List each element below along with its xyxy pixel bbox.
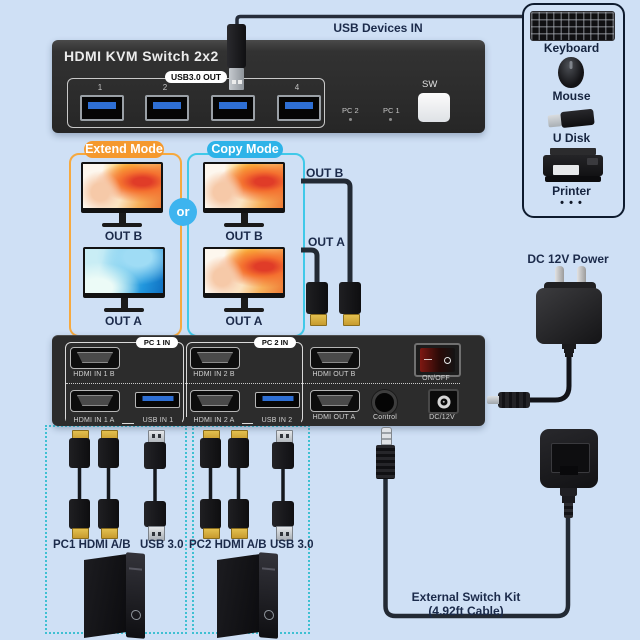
pc2-tower-icon <box>216 552 280 640</box>
printer-label: Printer <box>552 184 591 198</box>
port-number-4: 4 <box>294 83 300 92</box>
hdmi-in-2a-label: HDMI IN 2 A <box>186 417 242 424</box>
front-panel-title: HDMI KVM Switch 2x2 <box>64 48 219 64</box>
usb-in-2-port-icon <box>255 392 300 408</box>
more-devices-ellipsis: • • • <box>560 197 583 209</box>
kvm-rear-panel: PC 1 IN PC 2 IN HDMI IN 1 B HDMI IN 1 A … <box>52 335 485 426</box>
or-label: or <box>169 198 197 226</box>
copy-out-b-label: OUT B <box>225 229 263 243</box>
hdmi-out-b-label: HDMI OUT B <box>312 371 356 378</box>
pc1-led <box>389 118 392 121</box>
power-rocker-icon: — <box>414 343 461 377</box>
extend-mode-badge: Extend Mode <box>84 141 164 158</box>
keyboard-icon <box>530 11 615 41</box>
hdmi-out-a-port-icon <box>310 390 360 412</box>
control-label: Control <box>373 414 397 421</box>
mouse-icon <box>558 57 584 88</box>
sw-label: SW <box>422 79 438 90</box>
hdmi-out-b-port-icon <box>310 347 360 369</box>
copy-monitor-out-b <box>203 162 285 227</box>
copy-monitor-out-a <box>203 247 285 312</box>
usb-in-2-label: USB IN 2 <box>253 417 301 424</box>
usb-in-1-label: USB IN 1 <box>134 417 182 424</box>
usb-port-2-icon <box>145 95 189 121</box>
extend-monitor-out-a <box>83 247 165 312</box>
pc1-hdmi-cables-label: PC1 HDMI A/B <box>53 539 131 551</box>
dc-12v-power-label: DC 12V Power <box>527 252 609 266</box>
hdmi-in-2a-port-icon <box>190 390 240 412</box>
usb3-out-badge: USB3.0 OUT <box>165 71 227 83</box>
external-switch-kit-label: External Switch Kit <box>411 590 521 604</box>
usb-port-4-icon <box>277 95 321 121</box>
external-switch-cable-label: (4.92ft Cable) <box>428 604 504 618</box>
hdmi-in-2b-port-icon <box>190 347 240 369</box>
copy-out-a-label: OUT A <box>225 314 263 328</box>
usb-devices-panel <box>522 3 625 218</box>
usb-devices-in-label: USB Devices IN <box>333 21 423 35</box>
usb-in-1-port-icon <box>135 392 180 408</box>
hdmi-in-1b-port-icon <box>70 347 120 369</box>
cable-out-b-label: OUT B <box>306 166 344 180</box>
hdmi-in-2b-label: HDMI IN 2 B <box>193 371 235 378</box>
pc1-usb-cable-label: USB 3.0 <box>140 539 184 551</box>
pc2-in-badge: PC 2 IN <box>254 337 296 348</box>
hdmi-in-1b-label: HDMI IN 1 B <box>73 371 115 378</box>
pc2-led-label: PC 2 <box>342 106 359 115</box>
pc2-usb-cable-label: USB 3.0 <box>270 539 314 551</box>
u-disk-label: U Disk <box>552 131 591 145</box>
pc1-led-label: PC 1 <box>383 106 400 115</box>
usb-port-3-icon <box>211 95 255 121</box>
extend-monitor-out-b <box>81 162 163 227</box>
pc2-led <box>349 118 352 121</box>
sw-button-icon <box>418 93 450 122</box>
dc-port-icon <box>428 389 459 414</box>
kvm-front-panel: HDMI KVM Switch 2x2 USB3.0 OUT 1 2 3 4 P… <box>52 40 485 133</box>
pc1-tower-icon <box>83 552 147 640</box>
control-jack-icon <box>372 390 397 415</box>
hdmi-out-a-label: HDMI OUT A <box>312 414 356 421</box>
keyboard-label: Keyboard <box>543 41 600 55</box>
port-number-1: 1 <box>97 83 103 92</box>
copy-mode-badge: Copy Mode <box>207 141 283 158</box>
port-number-2: 2 <box>162 83 168 92</box>
row-divider-dotted <box>66 383 460 384</box>
cable-out-a-label: OUT A <box>308 235 345 249</box>
dc12v-label: DC/12V <box>429 414 455 421</box>
usb-port-1-icon <box>80 95 124 121</box>
pc2-hdmi-cables-label: PC2 HDMI A/B <box>189 539 267 551</box>
hdmi-in-1a-port-icon <box>70 390 120 412</box>
printer-icon <box>543 147 603 184</box>
extend-out-a-label: OUT A <box>105 314 142 328</box>
hdmi-in-1a-label: HDMI IN 1 A <box>66 417 122 424</box>
extend-out-b-label: OUT B <box>104 229 143 243</box>
pc1-in-badge: PC 1 IN <box>136 337 178 348</box>
mouse-label: Mouse <box>552 89 591 103</box>
onoff-label: ON/OFF <box>422 375 450 382</box>
